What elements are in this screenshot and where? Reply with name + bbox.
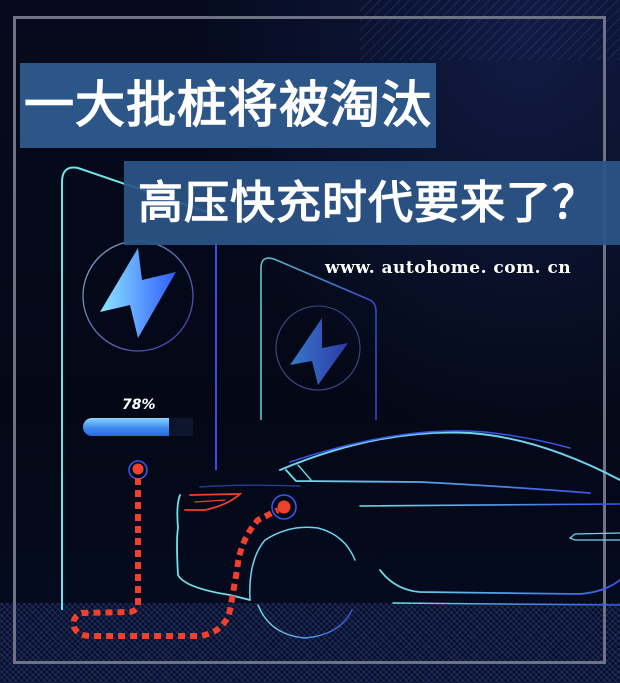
lightning-bolt-icon-dim	[275, 305, 361, 391]
car-charging-port-icon	[271, 494, 297, 520]
background-texture-bottom	[0, 603, 620, 683]
charger-left-outline	[61, 166, 217, 610]
battery-progress-bar	[83, 418, 193, 436]
background-texture-top	[360, 0, 620, 60]
battery-percent-label: 78%	[122, 397, 156, 413]
lightning-bolt-icon	[82, 240, 194, 352]
headline-line-1: 一大批桩将被淘汰	[20, 63, 436, 148]
charging-cable	[70, 478, 280, 639]
outer-frame	[13, 16, 606, 664]
headline-line-2: 高压快充时代要来了？	[124, 161, 620, 245]
battery-progress-fill	[83, 418, 169, 436]
charger-right-outline	[260, 257, 377, 420]
watermark-url: www. autohome. com. cn	[325, 258, 572, 278]
car-outline	[176, 430, 620, 639]
charger-port-icon	[128, 460, 148, 480]
